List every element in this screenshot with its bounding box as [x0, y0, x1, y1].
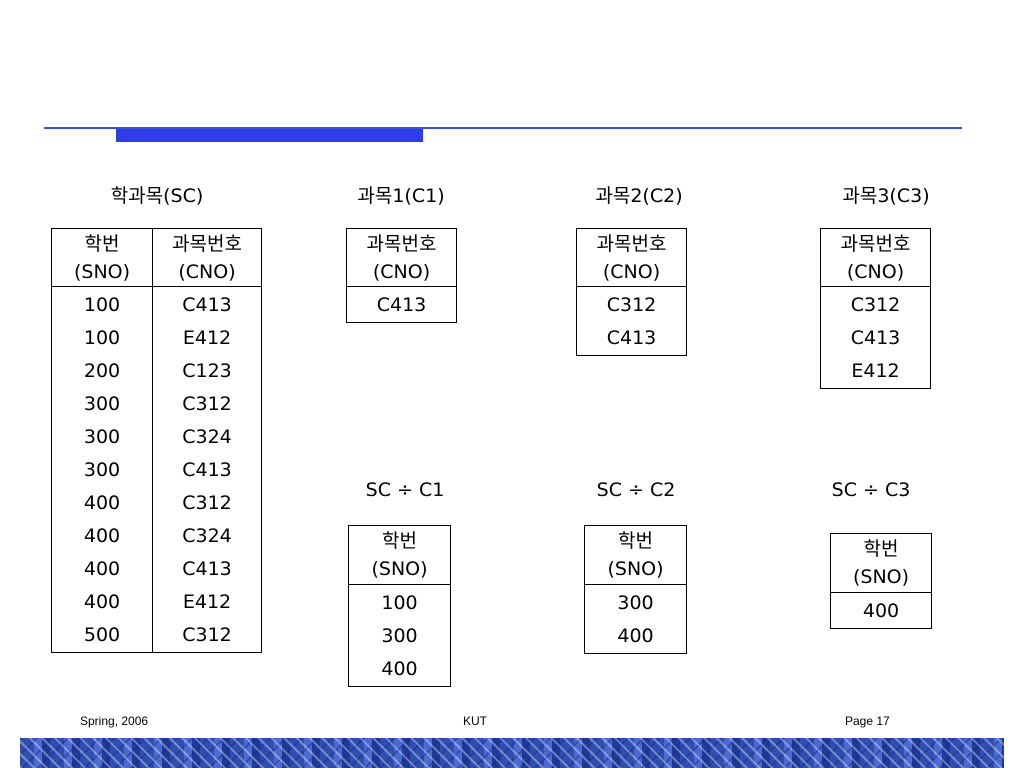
- title-accent-bar: [116, 129, 423, 142]
- cno-header: 과목번호(CNO): [152, 228, 262, 287]
- table-row: C413: [576, 322, 687, 356]
- title-rule: [44, 127, 962, 129]
- sno-header: 학번(SNO): [584, 525, 687, 585]
- c1-table-title: 과목1(C1): [357, 185, 445, 207]
- footer-org: KUT: [463, 714, 487, 728]
- table-row: E412: [820, 355, 931, 389]
- sno-header: 학번(SNO): [51, 228, 153, 287]
- c2-table-title: 과목2(C2): [595, 185, 683, 207]
- table-row: C312: [576, 286, 687, 322]
- sno-header: 학번(SNO): [830, 533, 932, 593]
- table-row: C413: [346, 286, 457, 323]
- c2-table: 과목번호(CNO) C312 C413: [576, 228, 687, 356]
- table-row: 100: [348, 584, 451, 620]
- c3-table-title: 과목3(C3): [842, 185, 930, 207]
- table-row: C413: [820, 322, 931, 355]
- cno-header: 과목번호(CNO): [576, 228, 687, 287]
- sno-header: 학번(SNO): [348, 525, 451, 585]
- cno-header: 과목번호(CNO): [820, 228, 931, 287]
- table-row: C312: [820, 286, 931, 322]
- result3-title: SC ÷ C3: [831, 479, 911, 501]
- table-row: 400: [584, 620, 687, 654]
- result2-table: 학번(SNO) 300 400: [584, 525, 687, 654]
- result1-table: 학번(SNO) 100 300 400: [348, 525, 451, 687]
- footer-date: Spring, 2006: [80, 714, 149, 728]
- result3-table: 학번(SNO) 400: [830, 533, 932, 629]
- table-row: 400: [830, 592, 932, 629]
- table-row: 300: [348, 620, 451, 653]
- sc-table-title: 학과목(SC): [110, 185, 204, 207]
- footer-page-number: Page 17: [845, 714, 890, 728]
- footer-decorative-band: [20, 738, 1004, 768]
- cno-header: 과목번호(CNO): [346, 228, 457, 287]
- c3-table: 과목번호(CNO) C312 C413 E412: [820, 228, 931, 389]
- c1-table: 과목번호(CNO) C413: [346, 228, 457, 323]
- table-row: 400: [348, 653, 451, 687]
- result2-title: SC ÷ C2: [596, 479, 676, 501]
- table-row: 300: [584, 584, 687, 620]
- result1-title: SC ÷ C1: [365, 479, 445, 501]
